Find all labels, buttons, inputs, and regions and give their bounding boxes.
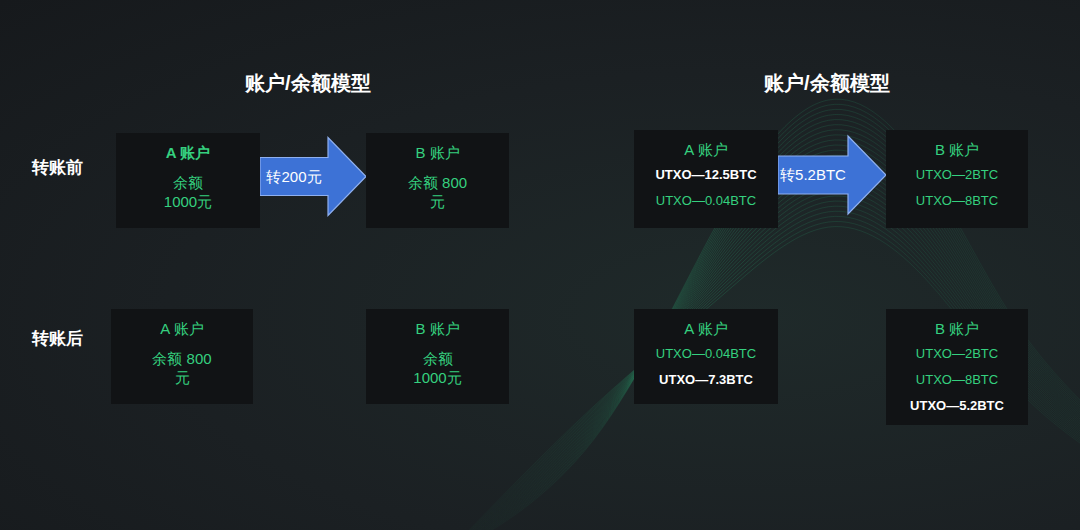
account-name: A 账户 <box>684 140 727 160</box>
balance-text: 余额 800元 <box>407 173 469 211</box>
wave-line <box>440 221 1080 530</box>
account-name: B 账户 <box>935 319 979 339</box>
utxo-text: UTXO—2BTC <box>916 341 998 367</box>
account-box: A 账户余额 800元 <box>111 309 253 404</box>
account-box: A 账户UTXO—12.5BTCUTXO—0.04BTC <box>634 130 778 228</box>
wave-line <box>440 206 1080 530</box>
wave-line <box>440 181 1080 530</box>
transfer-label: 转5.2BTC <box>780 166 846 185</box>
wave-line <box>440 130 1080 530</box>
utxo-text: UTXO—0.04BTC <box>656 188 756 214</box>
wave-line <box>440 125 1080 530</box>
balance-text: 余额 1000元 <box>157 173 219 211</box>
wave-line <box>440 109 1080 530</box>
account-box: B 账户UTXO—2BTCUTXO—8BTC <box>886 130 1028 228</box>
account-box: A 账户余额 1000元 <box>116 133 260 228</box>
utxo-text: UTXO—2BTC <box>916 162 998 188</box>
account-name: A 账户 <box>166 143 210 163</box>
utxo-text: UTXO—8BTC <box>916 188 998 214</box>
utxo-text: UTXO—7.3BTC <box>659 367 753 393</box>
wave-line <box>440 99 1080 530</box>
account-box: B 账户余额 1000元 <box>366 309 509 404</box>
wave-line <box>440 201 1080 530</box>
wave-line <box>440 176 1080 530</box>
account-box: B 账户UTXO—2BTCUTXO—8BTCUTXO—5.2BTC <box>886 309 1028 425</box>
model-title: 账户/余额模型 <box>245 70 371 97</box>
model-title: 账户/余额模型 <box>764 70 890 97</box>
account-name: B 账户 <box>415 143 459 163</box>
account-name: A 账户 <box>160 319 203 339</box>
row-label: 转账前 <box>32 156 83 179</box>
utxo-text: UTXO—12.5BTC <box>655 162 756 188</box>
wave-line <box>440 216 1080 530</box>
account-box: A 账户UTXO—0.04BTCUTXO—7.3BTC <box>634 309 778 404</box>
transfer-arrow <box>778 136 886 214</box>
account-name: A 账户 <box>684 319 727 339</box>
transfer-label: 转200元 <box>266 167 321 186</box>
utxo-text: UTXO—5.2BTC <box>910 393 1004 419</box>
wave-line <box>440 114 1080 530</box>
transfer-arrow <box>260 138 366 216</box>
row-label: 转账后 <box>32 327 83 350</box>
wave-line <box>440 191 1080 530</box>
account-name: B 账户 <box>415 319 459 339</box>
balance-text: 余额 1000元 <box>407 349 469 387</box>
balance-text: 余额 800元 <box>151 349 213 387</box>
account-box: B 账户余额 800元 <box>366 133 509 228</box>
wave-line <box>440 104 1080 530</box>
wave-line <box>440 196 1080 530</box>
wave-line <box>440 211 1080 530</box>
account-name: B 账户 <box>935 140 979 160</box>
wave-line <box>440 120 1080 530</box>
wave-line <box>440 186 1080 530</box>
utxo-text: UTXO—0.04BTC <box>656 341 756 367</box>
wave-line <box>440 227 1080 530</box>
utxo-text: UTXO—8BTC <box>916 367 998 393</box>
